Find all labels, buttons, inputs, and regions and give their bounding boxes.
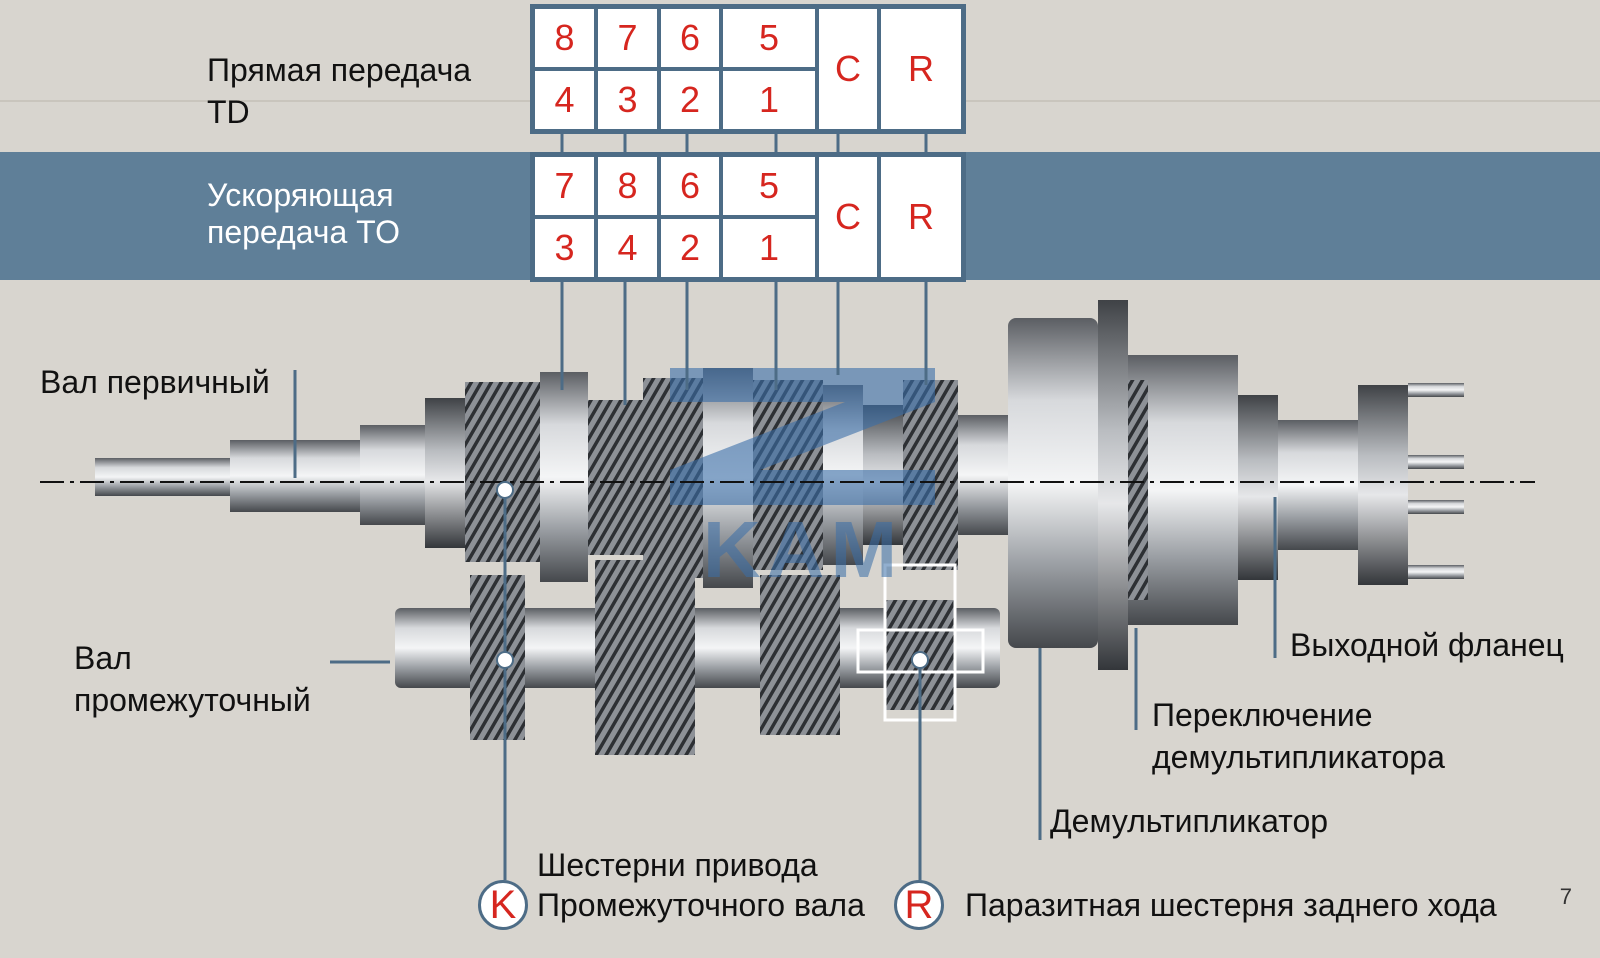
- direct-cell-r: R: [879, 7, 963, 131]
- direct-top-3: 6: [659, 7, 721, 69]
- table-connectors: [560, 131, 928, 405]
- input-bearing: [360, 425, 430, 525]
- range-ring: [1238, 395, 1278, 580]
- main-gear-1: [465, 382, 540, 562]
- overdrive-label-line1: Ускоряющая: [207, 177, 394, 213]
- main-shaft-end: [958, 415, 1008, 535]
- overdrive-top-4: 5: [721, 155, 817, 217]
- range-shift-label-line2: демультипликатора: [1152, 739, 1445, 775]
- kam-logo: [670, 368, 935, 505]
- counter-gear-2: [595, 560, 695, 755]
- input-shaft-label: Вал первичный: [40, 364, 270, 400]
- drive-gears-label-line2: Промежуточного вала: [537, 887, 865, 923]
- callout-leaders: [293, 370, 1277, 880]
- direct-bottom-2: 3: [596, 69, 659, 131]
- r-badge: R: [894, 880, 944, 930]
- output-shaft: [1278, 420, 1358, 550]
- direct-top-1: 8: [533, 7, 596, 69]
- drive-gears-label-line1: Шестерни привода: [537, 847, 818, 883]
- counter-gear-3: [760, 575, 840, 735]
- overdrive-top-1: 7: [533, 155, 596, 217]
- flange-stud-3: [1408, 500, 1464, 514]
- k-badge: K: [478, 880, 528, 930]
- flange-stud-1: [1408, 383, 1464, 397]
- output-flange-body: [1358, 385, 1408, 585]
- input-bearing-outer: [425, 398, 465, 548]
- overdrive-top-3: 6: [659, 155, 721, 217]
- overdrive-gear-table: 7 8 6 5 3 4 2 1 C R: [530, 152, 966, 282]
- overdrive-top-2: 8: [596, 155, 659, 217]
- overdrive-bottom-3: 2: [659, 217, 721, 279]
- overdrive-bottom-4: 1: [721, 217, 817, 279]
- direct-bottom-1: 4: [533, 69, 596, 131]
- range-synchro-teeth: [1128, 380, 1148, 600]
- sync-1: [540, 372, 588, 582]
- output-flange-label: Выходной фланец: [1290, 627, 1564, 663]
- range-unit-label: Демультипликатор: [1050, 803, 1329, 839]
- countershaft-label-line2: промежуточный: [74, 682, 311, 718]
- flange-stud-2: [1408, 455, 1464, 469]
- callout-dots: [496, 481, 929, 669]
- direct-label-line2: TD: [207, 94, 250, 130]
- countershaft-label-line1: Вал: [74, 640, 132, 676]
- main-gear-2: [588, 400, 643, 555]
- countershaft: [395, 608, 1000, 688]
- direct-top-4: 5: [721, 7, 817, 69]
- overdrive-cell-c: C: [817, 155, 879, 279]
- overdrive-cell-r: R: [879, 155, 963, 279]
- overdrive-label-line2: передача TO: [207, 214, 400, 250]
- page-number: 7: [1559, 884, 1572, 909]
- direct-cell-c: C: [817, 7, 879, 131]
- flange-stud-4: [1408, 565, 1464, 579]
- direct-top-2: 7: [596, 7, 659, 69]
- idler-label: Паразитная шестерня заднего хода: [965, 887, 1497, 923]
- direct-gear-table: 8 7 6 5 4 3 2 1 C R: [530, 4, 966, 134]
- direct-bottom-4: 1: [721, 69, 817, 131]
- direct-bottom-3: 2: [659, 69, 721, 131]
- direct-label-line1: Прямая передача: [207, 52, 472, 88]
- range-plate: [1098, 300, 1128, 670]
- range-shift-label-line1: Переключение: [1152, 697, 1373, 733]
- kam-watermark: KAM: [702, 505, 904, 594]
- overdrive-bottom-1: 3: [533, 217, 596, 279]
- overdrive-bottom-2: 4: [596, 217, 659, 279]
